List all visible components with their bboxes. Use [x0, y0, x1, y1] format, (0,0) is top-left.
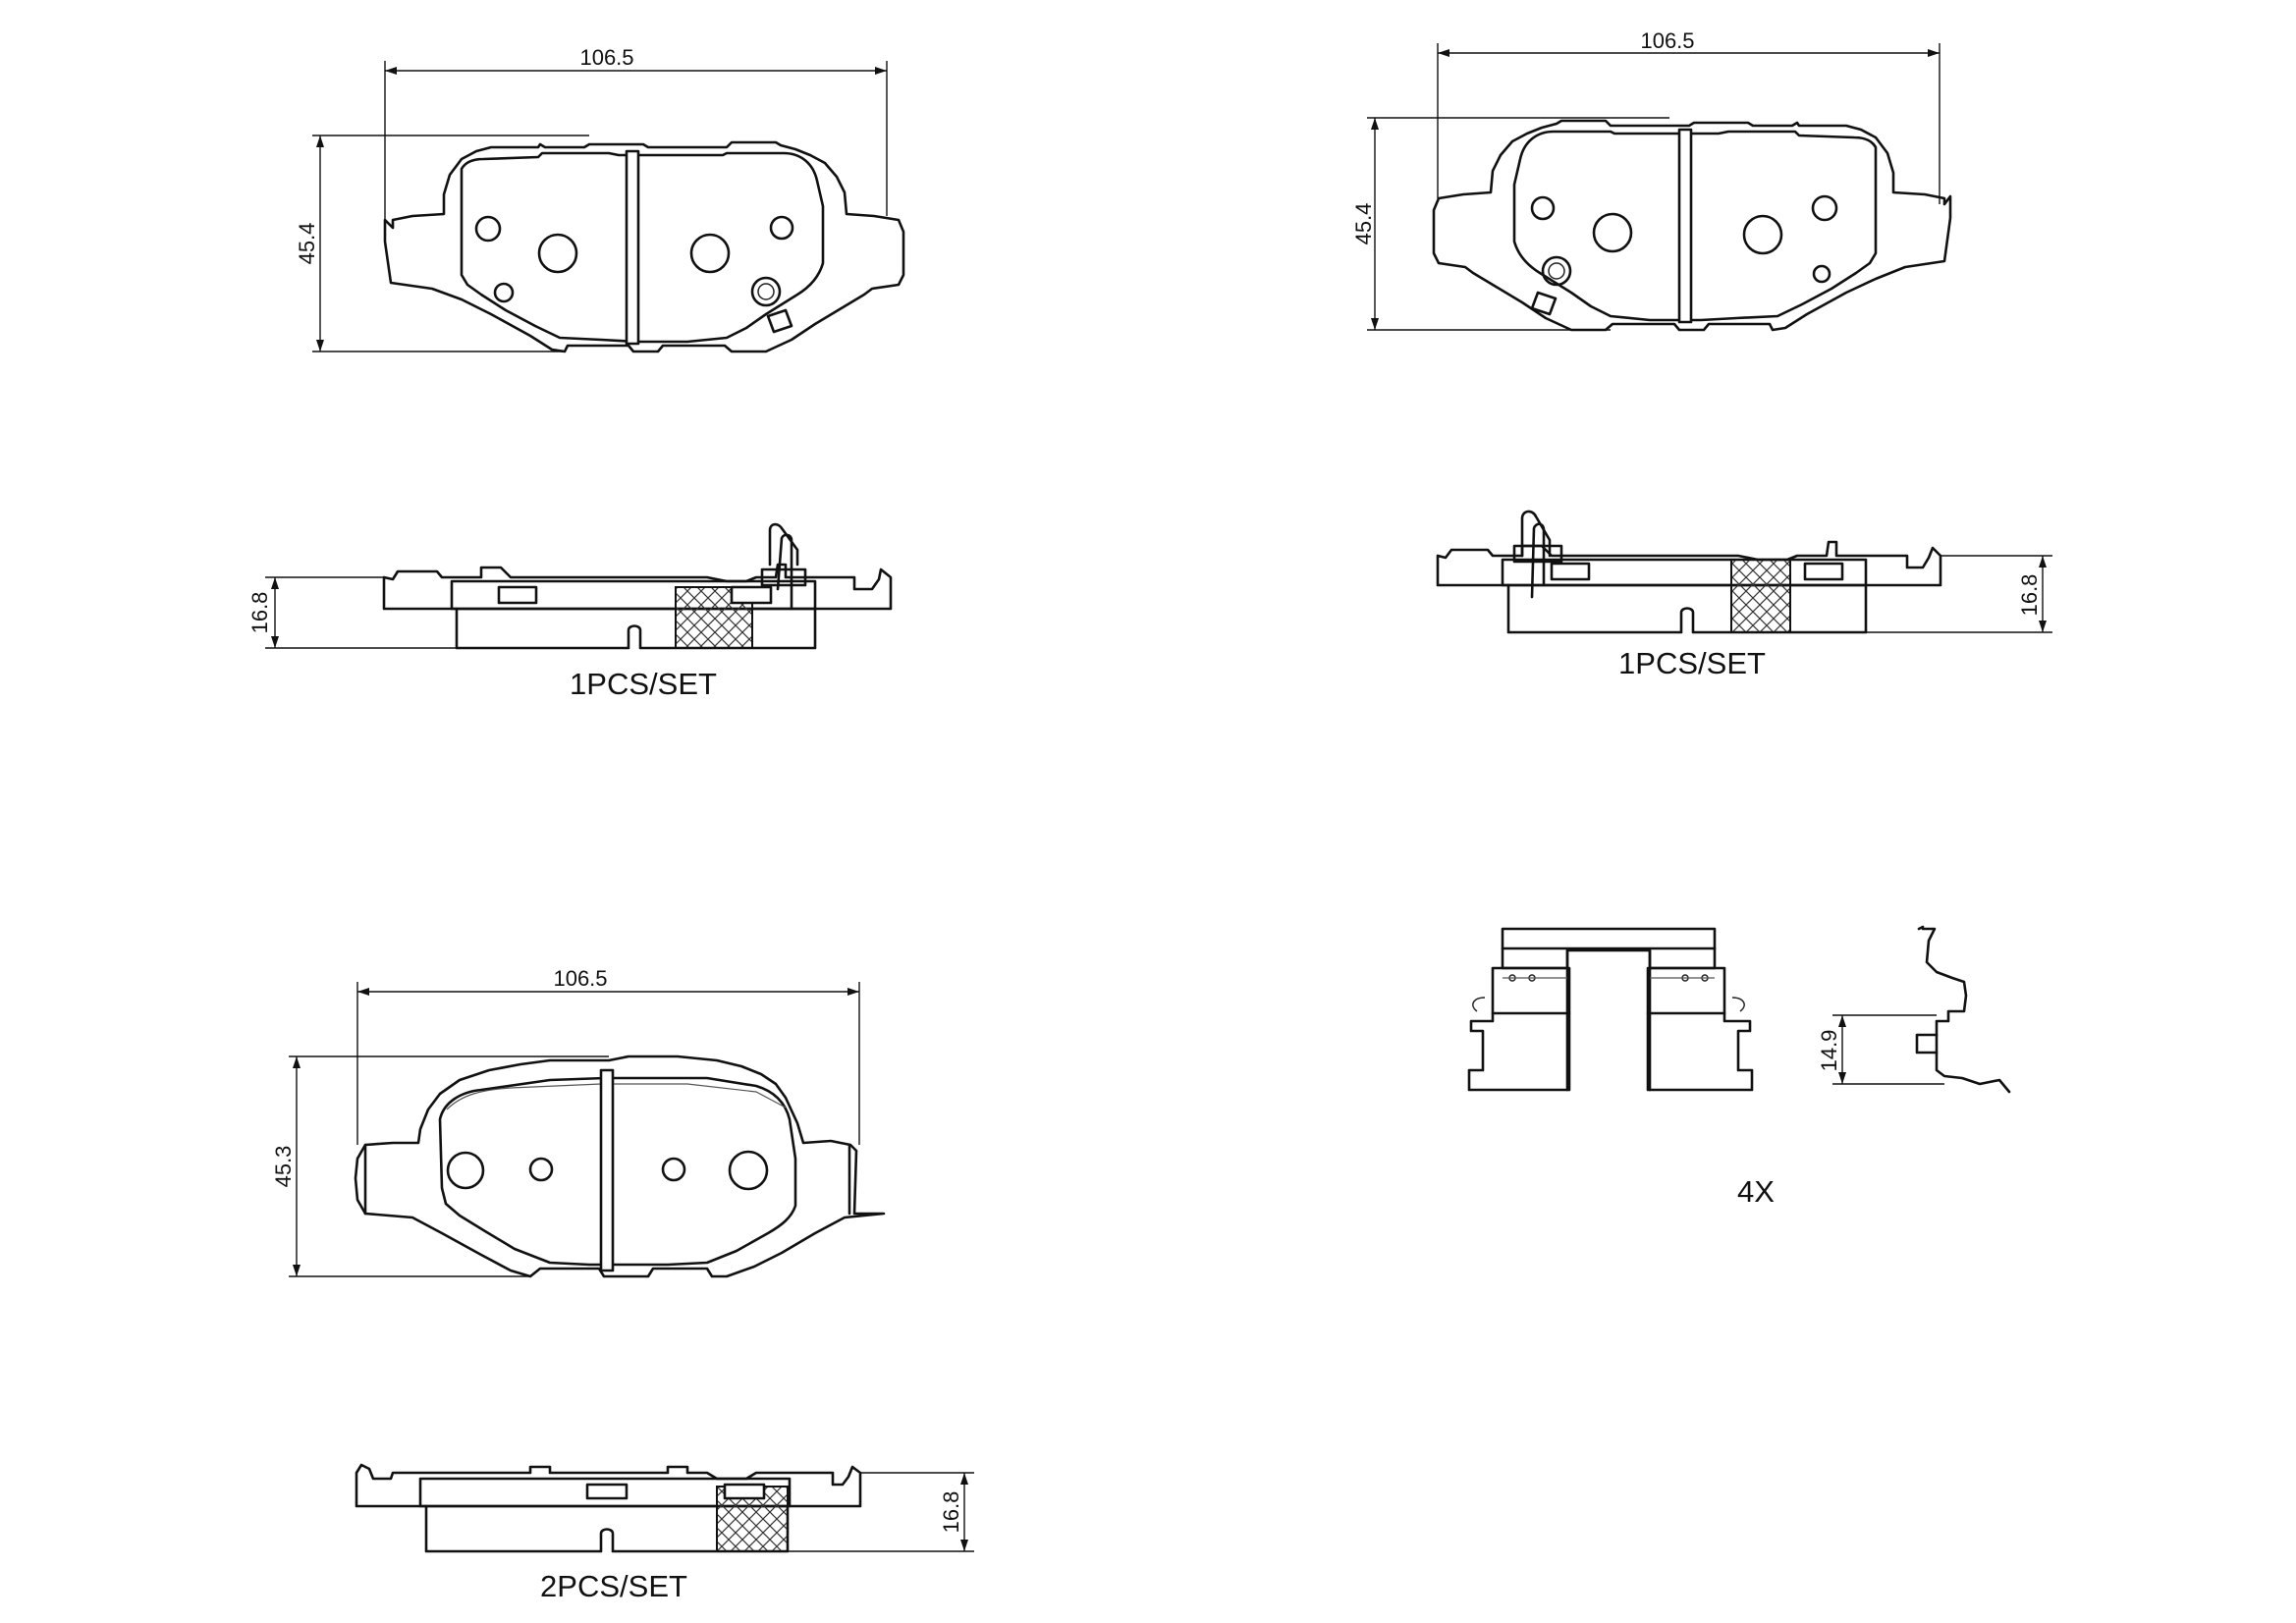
pad-c-side: 16.8 2PCS/SET — [355, 1463, 974, 1603]
pad-b-quantity-caption: 1PCS/SET — [1618, 646, 1766, 680]
pad-c-quantity-caption: 2PCS/SET — [540, 1569, 687, 1603]
pad-b-height-label: 45.4 — [1351, 203, 1376, 245]
pad-c-thickness-label: 16.8 — [939, 1491, 963, 1534]
pad-c-height-label: 45.3 — [271, 1146, 296, 1188]
clip-quantity-caption: 4X — [1737, 1174, 1775, 1209]
pad-a-width-label: 106.5 — [579, 45, 633, 70]
pad-b-thickness-label: 16.8 — [2017, 574, 2042, 617]
pad-a-height-label: 45.4 — [295, 223, 319, 265]
pad-c-front: 106.5 45.3 — [271, 966, 886, 1278]
pad-b-width-label: 106.5 — [1640, 28, 1694, 53]
pad-a-thickness-label: 16.8 — [247, 592, 272, 634]
pad-a-side: 16.8 1PCS/SET — [247, 522, 893, 701]
pad-a-quantity-caption: 1PCS/SET — [570, 667, 717, 701]
pad-a-front: 106.5 45.4 — [295, 45, 905, 353]
clip-front-view — [1467, 927, 1754, 1092]
clip-height-label: 14.9 — [1817, 1030, 1841, 1072]
pad-b-side: 16.8 1PCS/SET — [1436, 510, 2052, 680]
clip-side-view: 14.9 — [1817, 925, 2011, 1094]
pad-b-front: 106.5 45.4 — [1351, 28, 1952, 332]
pad-c-width-label: 106.5 — [553, 966, 607, 991]
